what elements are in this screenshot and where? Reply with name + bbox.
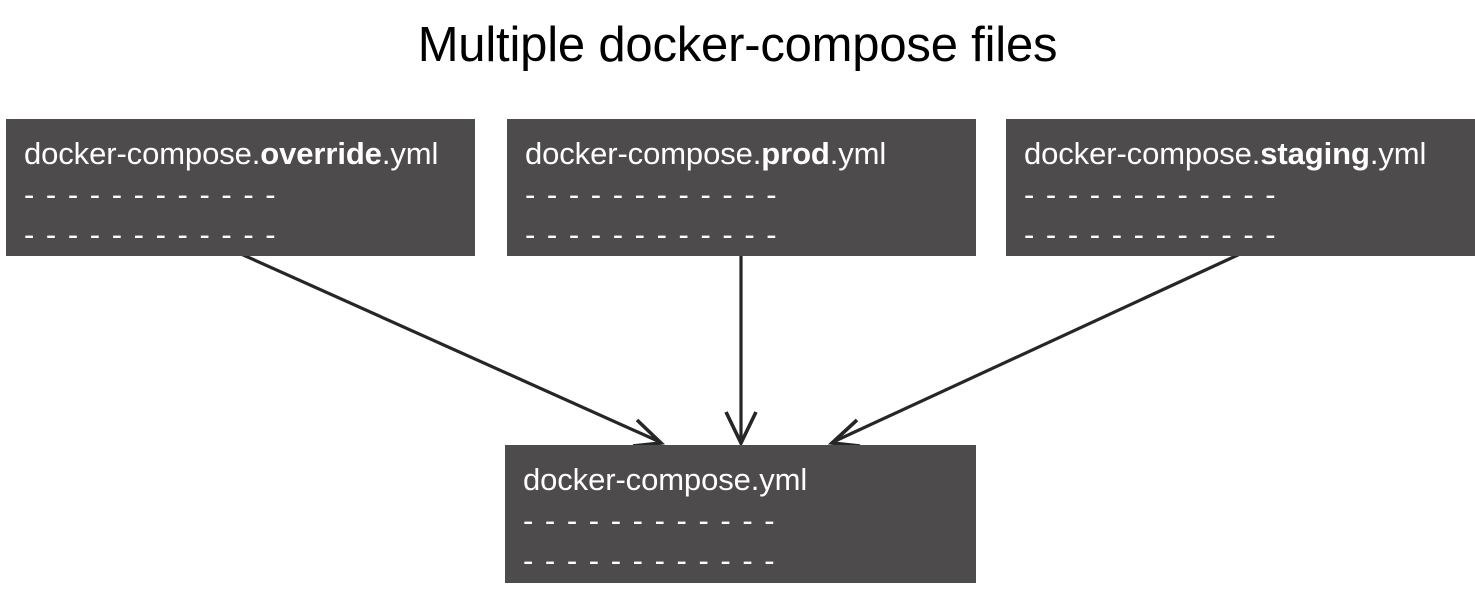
file-name-staging: docker-compose.staging.yml bbox=[1024, 135, 1426, 173]
file-content-lines-prod: - - - - - - - - - - - - - - - - - - - - … bbox=[525, 175, 965, 255]
content-line-2: - - - - - - - - - - - - bbox=[1024, 217, 1278, 252]
content-line-2: - - - - - - - - - - - - bbox=[24, 217, 278, 252]
file-name-prefix: docker-compose. bbox=[24, 136, 261, 171]
file-name-suffix: .yml bbox=[1369, 136, 1427, 171]
file-box-prod[interactable]: docker-compose.prod.yml - - - - - - - - … bbox=[507, 119, 976, 256]
file-name-prod: docker-compose.prod.yml bbox=[525, 135, 886, 173]
file-name-override: docker-compose.override.yml bbox=[24, 135, 438, 173]
file-content-lines-staging: - - - - - - - - - - - - - - - - - - - - … bbox=[1024, 175, 1464, 255]
content-line-2: - - - - - - - - - - - - bbox=[525, 217, 779, 252]
file-name-emphasis: staging bbox=[1260, 136, 1370, 171]
file-name-suffix: .yml bbox=[829, 136, 887, 171]
file-name-prefix: docker-compose. bbox=[1024, 136, 1261, 171]
content-line-1: - - - - - - - - - - - - bbox=[525, 177, 779, 212]
page-title: Multiple docker-compose files bbox=[417, 18, 1058, 72]
file-name-base: docker-compose.yml bbox=[523, 461, 807, 499]
arrow-override-to-base bbox=[240, 252, 666, 448]
file-content-lines-base: - - - - - - - - - - - - - - - - - - - - … bbox=[523, 501, 963, 581]
file-box-override[interactable]: docker-compose.override.yml - - - - - - … bbox=[6, 119, 475, 256]
content-line-1: - - - - - - - - - - - - bbox=[523, 503, 777, 538]
arrow-staging-to-base bbox=[827, 252, 1241, 448]
file-box-base[interactable]: docker-compose.yml - - - - - - - - - - -… bbox=[505, 445, 976, 583]
content-line-1: - - - - - - - - - - - - bbox=[24, 177, 278, 212]
content-line-2: - - - - - - - - - - - - bbox=[523, 543, 777, 578]
file-name-prefix: docker-compose. bbox=[525, 136, 762, 171]
content-line-1: - - - - - - - - - - - - bbox=[1024, 177, 1278, 212]
file-box-staging[interactable]: docker-compose.staging.yml - - - - - - -… bbox=[1006, 119, 1475, 256]
file-content-lines-override: - - - - - - - - - - - - - - - - - - - - … bbox=[24, 175, 464, 255]
file-name-emphasis: prod bbox=[761, 136, 830, 171]
arrow-prod-to-base bbox=[724, 256, 758, 448]
file-name-emphasis: override bbox=[260, 136, 382, 171]
file-name-prefix: docker-compose.yml bbox=[523, 462, 808, 497]
file-name-suffix: .yml bbox=[381, 136, 439, 171]
